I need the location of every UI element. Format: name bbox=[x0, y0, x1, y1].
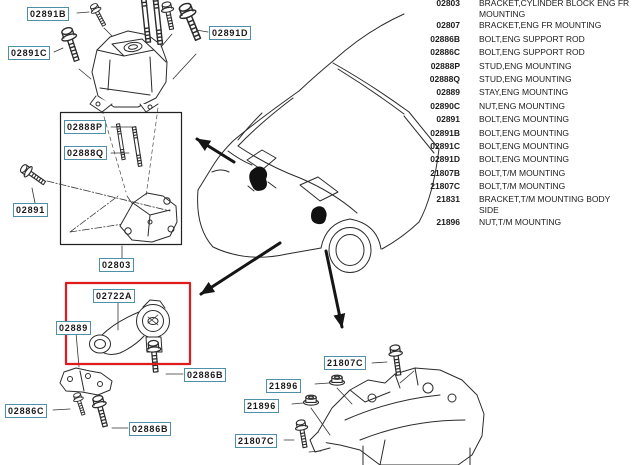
tm-bracket-drawing bbox=[309, 367, 485, 465]
table-row[interactable]: 02888P STUD,ENG MOUNTING bbox=[428, 59, 640, 72]
torque-rod-drawing bbox=[89, 299, 170, 355]
table-row[interactable]: 02889 STAY,ENG MOUNTING bbox=[428, 86, 640, 99]
part-description: BRACKET,ENG FR MOUNTING bbox=[479, 20, 602, 31]
callout-21807C-bottom[interactable]: 21807C bbox=[235, 434, 278, 448]
part-description: BOLT,ENG SUPPORT ROD bbox=[479, 33, 585, 44]
table-row[interactable]: 21831 BRACKET,T/M MOUNTING BODY SIDE bbox=[428, 193, 640, 215]
part-description: BOLT,ENG MOUNTING bbox=[479, 114, 570, 125]
table-row[interactable]: 02890C NUT,ENG MOUNTING bbox=[428, 100, 640, 113]
part-number: 21807C bbox=[430, 181, 460, 192]
part-description: BOLT,T/M MOUNTING bbox=[479, 181, 566, 192]
callout-02891B[interactable]: 02891B bbox=[27, 7, 70, 21]
part-description: BOLT,ENG MOUNTING bbox=[479, 154, 570, 165]
callout-02891D[interactable]: 02891D bbox=[209, 26, 252, 40]
part-number: 21831 bbox=[436, 194, 460, 205]
callout-02891[interactable]: 02891 bbox=[13, 203, 49, 217]
part-description: STUD,ENG MOUNTING bbox=[479, 73, 572, 84]
part-number: 02890C bbox=[430, 100, 460, 111]
part-description: BOLT,ENG SUPPORT ROD bbox=[479, 47, 585, 58]
part-number: 02886B bbox=[430, 33, 460, 44]
part-number: 02891D bbox=[430, 154, 460, 165]
part-description: BOLT,ENG MOUNTING bbox=[479, 140, 570, 151]
callout-02803[interactable]: 02803 bbox=[99, 258, 135, 272]
stay-drawing bbox=[59, 367, 113, 396]
part-number: 21807B bbox=[430, 167, 460, 178]
table-row[interactable]: 02886C BOLT,ENG SUPPORT ROD bbox=[428, 46, 640, 59]
callout-02888Q[interactable]: 02888Q bbox=[64, 146, 107, 160]
table-row[interactable]: 02807 BRACKET,ENG FR MOUNTING bbox=[428, 19, 640, 32]
car-outline-drawing bbox=[197, 13, 440, 273]
table-row[interactable]: 02891D BOLT,ENG MOUNTING bbox=[428, 153, 640, 166]
part-number: 02803 bbox=[436, 0, 460, 9]
callout-02886C[interactable]: 02886C bbox=[5, 404, 48, 418]
engine-mount-assembly-drawing bbox=[89, 0, 168, 197]
table-row[interactable]: 02891B BOLT,ENG MOUNTING bbox=[428, 126, 640, 139]
table-row[interactable]: 02888Q STUD,ENG MOUNTING bbox=[428, 73, 640, 86]
table-row[interactable]: 21807C BOLT,T/M MOUNTING bbox=[428, 180, 640, 193]
part-number: 02891C bbox=[430, 140, 460, 151]
callout-02888P[interactable]: 02888P bbox=[64, 120, 106, 134]
part-number: 21896 bbox=[436, 216, 460, 227]
part-description: BRACKET,CYLINDER BLOCK ENG FR MOUNTING bbox=[479, 0, 630, 19]
table-row[interactable]: 02886B BOLT,ENG SUPPORT ROD bbox=[428, 33, 640, 46]
part-description: BOLT,ENG MOUNTING bbox=[479, 127, 570, 138]
part-description: NUT,ENG MOUNTING bbox=[479, 100, 565, 111]
part-description: BRACKET,T/M MOUNTING BODY SIDE bbox=[479, 194, 611, 215]
table-row[interactable]: 02803 BRACKET,CYLINDER BLOCK ENG FR MOUNT… bbox=[428, 0, 640, 19]
table-row[interactable]: 21807B BOLT,T/M MOUNTING bbox=[428, 166, 640, 179]
callout-21807C-top[interactable]: 21807C bbox=[324, 356, 367, 370]
part-description: NUT,T/M MOUNTING bbox=[479, 216, 562, 227]
parts-list: 02803 BRACKET,CYLINDER BLOCK ENG FR MOUNT… bbox=[428, 0, 640, 229]
leader-lines bbox=[31, 11, 415, 453]
table-row[interactable]: 02891C BOLT,ENG MOUNTING bbox=[428, 140, 640, 153]
part-description: STUD,ENG MOUNTING bbox=[479, 60, 572, 71]
part-number: 02889 bbox=[436, 87, 460, 98]
part-description: BOLT,T/M MOUNTING bbox=[479, 167, 566, 178]
part-number: 02886C bbox=[430, 47, 460, 58]
table-row[interactable]: 21896 NUT,T/M MOUNTING bbox=[428, 215, 640, 228]
callout-02722A[interactable]: 02722A bbox=[93, 289, 136, 303]
part-number: 02807 bbox=[436, 20, 460, 31]
part-number: 02891B bbox=[430, 127, 460, 138]
part-number: 02888P bbox=[430, 60, 460, 71]
table-row[interactable]: 02891 BOLT,ENG MOUNTING bbox=[428, 113, 640, 126]
pointer-arrows bbox=[195, 137, 346, 329]
callout-02891C[interactable]: 02891C bbox=[8, 46, 51, 60]
callout-02886B-bottom[interactable]: 02886B bbox=[129, 422, 172, 436]
callout-02889[interactable]: 02889 bbox=[56, 321, 92, 335]
callout-21896-lower[interactable]: 21896 bbox=[244, 399, 280, 413]
part-description: STAY,ENG MOUNTING bbox=[479, 87, 569, 98]
callout-21896-upper[interactable]: 21896 bbox=[266, 379, 302, 393]
callout-02886B-right[interactable]: 02886B bbox=[184, 368, 227, 382]
stud-box-drawing bbox=[59, 111, 183, 246]
part-number: 02891 bbox=[436, 114, 460, 125]
part-number: 02888Q bbox=[429, 73, 460, 84]
